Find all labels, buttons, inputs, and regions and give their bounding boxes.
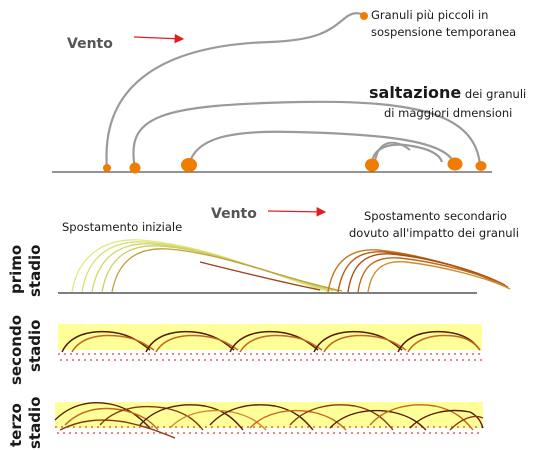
initial-movement-label: Spostamento iniziale: [62, 220, 182, 234]
secondo-stadio-panel: secondo stadio: [7, 315, 482, 385]
wind-arrow-2: [267, 207, 327, 217]
saltation-trajectories-terzo: [54, 402, 484, 439]
small-grains-label-line2: sospensione temporanea: [371, 25, 516, 39]
saltation-arc-large: [132, 100, 482, 169]
initial-trajectories: [71, 239, 343, 293]
saltation-arc-small: [370, 143, 444, 166]
primo-stadio-panel: Vento Spostamento iniziale Spostamento s…: [7, 206, 519, 297]
grain-medium: [475, 161, 487, 171]
surface-dots: [55, 426, 483, 434]
saltation-trajectories-secondo: [61, 330, 481, 353]
secondary-movement-line1: Spostamento secondario: [364, 209, 507, 223]
saltation-arc-mid: [187, 130, 456, 166]
wind-arrow: [133, 33, 185, 44]
grain-medium: [129, 162, 141, 174]
surface-dots: [58, 353, 482, 361]
secondary-movement-line2: dovuto all'impatto dei granuli: [349, 226, 519, 240]
wind-label-2: Vento: [211, 206, 257, 222]
small-grains-label-line1: Granuli più piccoli in: [371, 8, 488, 22]
saltation-arc-tiny: [374, 141, 411, 163]
terzo-stadio-panel: terzo stadio: [7, 397, 484, 449]
saltation-rest: dei granuli: [461, 87, 526, 101]
stage-label-line2: stadio: [26, 397, 44, 449]
stage-label-line1: secondo: [7, 315, 25, 385]
saltation-word: saltazione: [369, 83, 461, 102]
stage-label-line2: stadio: [26, 320, 44, 372]
top-panel: Vento Granuli più piccoli in sospensione…: [52, 8, 526, 174]
suspension-trajectory: [105, 12, 365, 169]
stage-label-line1: terzo: [7, 403, 25, 447]
secondary-trajectories: [327, 249, 511, 293]
stage-label-line2: stadio: [26, 245, 44, 297]
grain-large: [365, 158, 379, 172]
grain-small: [103, 164, 111, 172]
grain-large: [447, 157, 463, 171]
saltation-label-line2: di maggiori dmensioni: [384, 106, 512, 120]
saltation-label-line1: saltazione dei granuli: [369, 83, 526, 102]
stage-label-line1: primo: [7, 245, 25, 294]
grain-suspended: [360, 12, 368, 20]
wind-label: Vento: [67, 36, 113, 52]
grain-large: [181, 158, 197, 172]
